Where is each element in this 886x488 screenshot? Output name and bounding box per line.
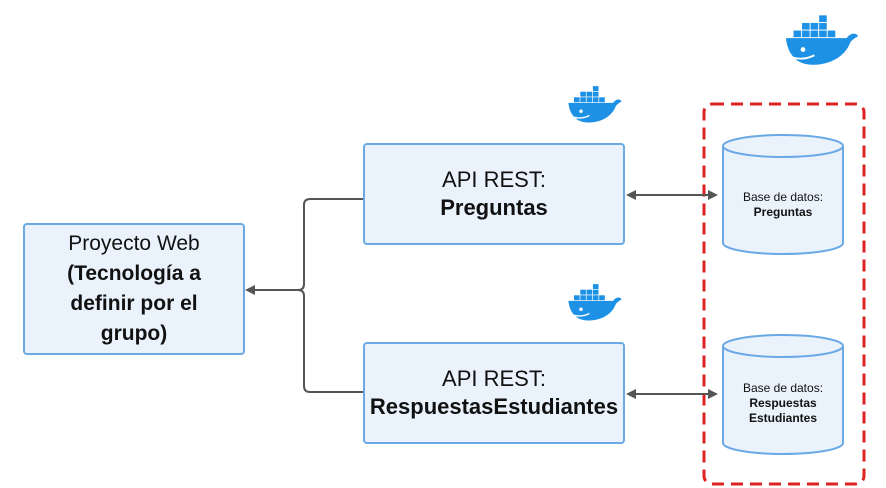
db-preguntas-label: Base de datos: bbox=[742, 190, 824, 204]
proyecto-web-title: Proyecto Web bbox=[68, 232, 200, 255]
docker-whale-icon bbox=[568, 284, 622, 321]
arrowhead-left-db1 bbox=[626, 190, 636, 200]
arrowhead-left-db2 bbox=[626, 389, 636, 399]
api-preguntas-label: API REST: bbox=[442, 167, 546, 192]
proyecto-web-tech-line1: (Tecnología a bbox=[67, 262, 201, 285]
docker-whale-icon bbox=[785, 15, 859, 65]
docker-whale-icon bbox=[568, 86, 622, 123]
database-cylinder-preguntas bbox=[722, 134, 844, 255]
connector-api1-to-web bbox=[297, 198, 363, 291]
api-preguntas-box: API REST: Preguntas bbox=[363, 143, 625, 245]
db-respuestas-text: Base de datos: Respuestas Estudiantes bbox=[723, 381, 843, 426]
database-cylinder-respuestas bbox=[722, 334, 844, 455]
api-respuestas-name: RespuestasEstudiantes bbox=[369, 394, 619, 419]
proyecto-web-box: Proyecto Web (Tecnología a definir por e… bbox=[23, 223, 245, 355]
db-preguntas-text: Base de datos: Preguntas bbox=[723, 190, 843, 220]
proyecto-web-tech-line2: definir por el bbox=[70, 292, 198, 315]
api-respuestas-label: API REST: bbox=[442, 366, 546, 391]
proyecto-web-tech-line3: grupo) bbox=[100, 322, 168, 345]
api-preguntas-name: Preguntas bbox=[440, 195, 548, 220]
connector-api2-to-web bbox=[297, 289, 363, 393]
db-respuestas-label: Base de datos: bbox=[742, 381, 824, 395]
api-respuestas-box: API REST: RespuestasEstudiantes bbox=[363, 342, 625, 444]
db-respuestas-name-line1: Respuestas bbox=[749, 396, 817, 410]
db-respuestas-name-line2: Estudiantes bbox=[748, 411, 817, 425]
db-preguntas-name: Preguntas bbox=[753, 205, 813, 219]
